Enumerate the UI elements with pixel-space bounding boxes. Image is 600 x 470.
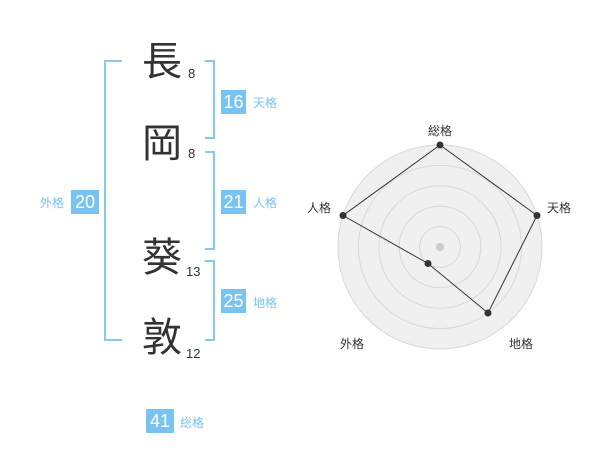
name-char-3: 葵 [142, 235, 182, 281]
soukaku-label: 総格 [180, 416, 205, 430]
jinkaku-label: 人格 [253, 196, 278, 210]
radar-axis-label-jinkaku: 人格 [307, 201, 332, 215]
radar-point-5 [339, 211, 347, 219]
chikaku-bracket [205, 260, 215, 341]
stroke-count-4: 12 [186, 346, 201, 361]
tenkaku-bracket [205, 60, 215, 139]
radar-axis-label-soukaku: 総格 [428, 124, 453, 138]
name-char-2: 岡 [142, 121, 182, 167]
radar-axis-label-chikaku: 地格 [509, 337, 534, 351]
radar-points [339, 141, 541, 317]
soukaku-value-badge: 41 [146, 409, 174, 433]
tenkaku-value-badge: 16 [221, 90, 246, 114]
stroke-count-3: 13 [186, 264, 201, 279]
radar-series-shape [342, 144, 538, 314]
radar-grid [337, 144, 543, 350]
radar-grid-ring [378, 185, 502, 309]
radar-point-4 [424, 260, 432, 268]
radar-grid-ring [419, 226, 461, 268]
jinkaku-bracket [205, 151, 215, 250]
chikaku-label: 地格 [253, 296, 278, 310]
stroke-count-2: 8 [188, 146, 196, 161]
gaikaku-value-badge: 20 [71, 190, 99, 214]
radar-axis-label-gaikaku: 外格 [340, 337, 365, 351]
gaikaku-bracket [104, 60, 122, 341]
radar-point-3 [484, 309, 492, 317]
radar-point-2 [533, 211, 541, 219]
radar-point-1 [436, 141, 444, 149]
radar-axis-label-tenkaku: 天格 [547, 201, 572, 215]
chikaku-value-badge: 25 [221, 289, 246, 313]
name-char-1: 長 [142, 39, 182, 85]
name-char-4: 敦 [142, 315, 182, 361]
jinkaku-value-badge: 21 [221, 190, 246, 214]
tenkaku-label: 天格 [253, 96, 278, 110]
stroke-count-1: 8 [188, 66, 196, 81]
gaikaku-label: 外格 [40, 196, 65, 210]
radar-center-dot [436, 243, 444, 251]
